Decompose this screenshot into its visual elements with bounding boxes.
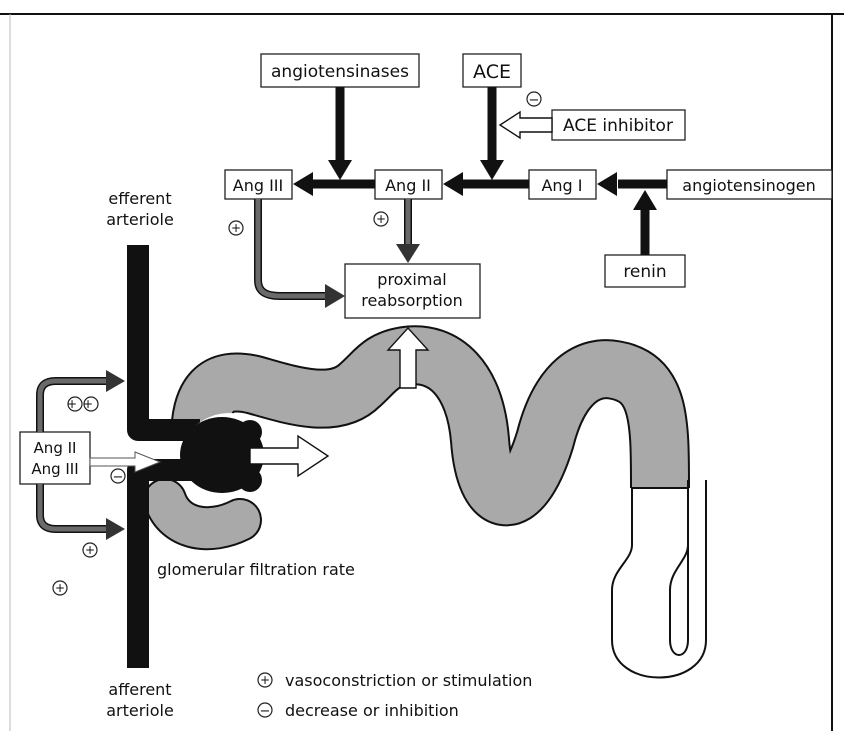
box-ace-inhibitor: ACE inhibitor — [552, 110, 685, 140]
angiotensinases-label: angiotensinases — [271, 62, 409, 82]
angiotensinogen-arrowhead — [597, 172, 617, 196]
svg-text:++: ++ — [67, 397, 99, 411]
sign-plus-ang2: + — [374, 212, 388, 226]
glomerulus-lobe-2 — [238, 468, 262, 492]
ang2-label: Ang II — [385, 176, 431, 195]
efferent-label: efferent — [108, 189, 171, 208]
left-ang3-label: Ang III — [31, 460, 78, 478]
ang1-arrowhead — [443, 172, 463, 196]
loop-of-henle-outer — [612, 480, 706, 678]
ang3-label: Ang III — [233, 176, 283, 195]
legend-minus-text: decrease or inhibition — [285, 701, 459, 720]
ang2-to-proximal-arrowhead — [396, 244, 420, 263]
left-to-afferent-outline — [40, 484, 108, 529]
efferent-arteriole-label: arteriole — [106, 210, 174, 229]
box-angiotensinases: angiotensinases — [261, 54, 419, 87]
proximal-label: proximal — [377, 270, 446, 289]
angiotensinogen-label: angiotensinogen — [682, 176, 815, 195]
svg-text:−: − — [113, 470, 124, 485]
sign-plus-afferent: + — [83, 543, 97, 557]
glomerulus-lobe-1 — [238, 420, 262, 444]
ang3-to-proximal-arrowhead — [325, 284, 345, 308]
left-ang2-label: Ang II — [34, 439, 77, 457]
reabsorption-label: reabsorption — [361, 291, 463, 310]
box-renin: renin — [605, 255, 685, 287]
ang3-to-proximal — [258, 199, 326, 296]
svg-text:+: + — [260, 673, 270, 687]
box-left-ang: Ang II Ang III — [20, 432, 90, 484]
ace-label: ACE — [473, 61, 511, 83]
left-to-afferent — [40, 484, 108, 529]
renin-arrowhead — [633, 190, 657, 210]
svg-text:+: + — [85, 543, 95, 557]
box-ang2: Ang II — [375, 170, 442, 199]
loop-of-henle-inner — [670, 480, 688, 655]
renin-label: renin — [623, 262, 666, 282]
ang1-label: Ang I — [541, 176, 582, 195]
capsule-lower-fill — [165, 500, 240, 528]
box-angiotensinogen: angiotensinogen — [667, 170, 832, 199]
ang2-arrowhead — [293, 172, 313, 196]
box-ang3: Ang III — [225, 170, 292, 199]
ace-inhibitor-arrow — [500, 112, 552, 138]
sign-plus-plus-efferent: ++ — [67, 397, 99, 411]
legend: + vasoconstriction or stimulation − decr… — [258, 671, 532, 720]
svg-text:−: − — [260, 704, 271, 719]
ang3-to-proximal-outline — [258, 199, 326, 296]
angiotensinases-arrowhead — [328, 160, 352, 180]
svg-text:−: − — [529, 93, 540, 108]
gfr-label: glomerular filtration rate — [157, 560, 355, 579]
left-to-efferent-arrowhead — [106, 370, 125, 392]
sign-plus-ang3: + — [229, 221, 243, 235]
svg-text:+: + — [55, 581, 65, 595]
legend-plus-text: vasoconstriction or stimulation — [285, 671, 532, 690]
box-ace: ACE — [463, 54, 521, 87]
sign-minus-ace: − — [527, 92, 541, 108]
afferent-label: afferent — [108, 680, 171, 699]
afferent-arteriole-label: arteriole — [106, 701, 174, 720]
sign-minus-glomerulus: − — [111, 469, 125, 485]
legend-plus-symbol: + — [258, 673, 272, 687]
box-ang1: Ang I — [529, 170, 596, 199]
svg-text:+: + — [376, 212, 386, 226]
ace-arrowhead — [480, 160, 504, 180]
svg-text:+: + — [231, 221, 241, 235]
box-proximal-reabsorption: proximal reabsorption — [345, 264, 480, 318]
sign-plus-lower: + — [53, 581, 67, 595]
legend-minus-symbol: − — [258, 703, 272, 719]
ace-inhibitor-label: ACE inhibitor — [563, 116, 673, 136]
left-to-afferent-arrowhead — [106, 518, 125, 540]
